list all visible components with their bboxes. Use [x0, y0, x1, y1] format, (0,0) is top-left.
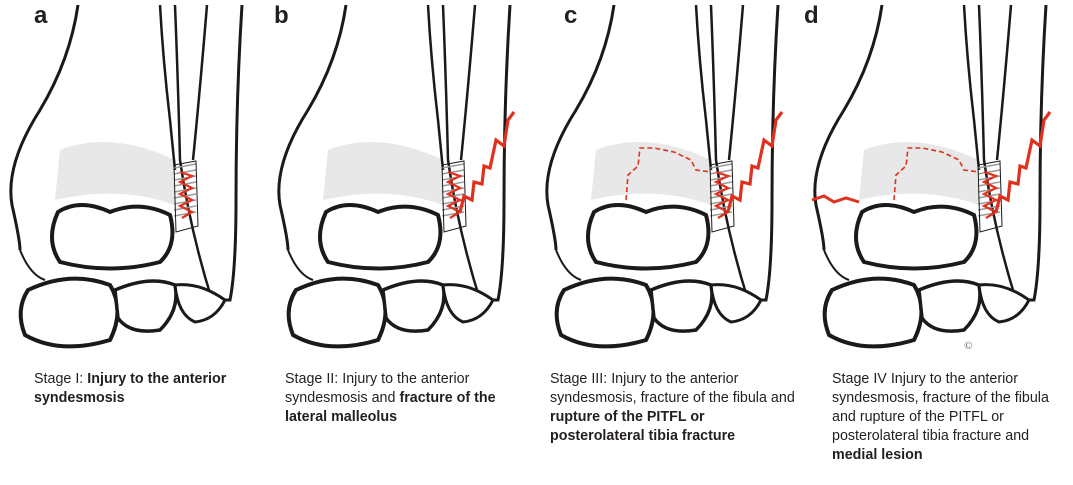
medial-malleolus-tip — [824, 250, 849, 280]
tibia-lateral-contour — [428, 5, 443, 170]
medial-lesion — [812, 196, 859, 202]
fibula-lateral-contour — [1016, 5, 1046, 300]
calcaneus — [557, 279, 654, 347]
tibia-shading — [591, 142, 711, 205]
panel-letter: b — [274, 2, 289, 30]
talus — [52, 205, 172, 269]
fibula-inner-contour — [193, 5, 207, 160]
cuboid — [115, 281, 176, 331]
tibia-lateral-contour — [964, 5, 979, 170]
ankle-illustration-c — [536, 0, 804, 360]
fibula-fracture-line — [460, 112, 514, 212]
fibula-inner-contour — [997, 5, 1011, 160]
tibia-lateral-contour — [696, 5, 711, 170]
panel-letter: d — [804, 2, 819, 30]
caption-text: Stage I: — [34, 371, 87, 387]
fibula-inner-contour — [461, 5, 475, 160]
lateral-process — [443, 285, 493, 322]
stage-caption: Stage III: Injury to the anterior syndes… — [550, 370, 796, 446]
talus — [320, 205, 440, 269]
stage-caption: Stage II: Injury to the anterior syndesm… — [285, 370, 521, 427]
stage-caption: Stage I: Injury to the anterior syndesmo… — [34, 370, 260, 408]
tibia-shading — [859, 142, 979, 205]
fibula-inner-contour — [729, 5, 743, 160]
lateral-process — [979, 285, 1029, 322]
medial-malleolus-tip — [20, 250, 45, 280]
cuboid — [919, 281, 980, 331]
panel-c: c Stage III: Injury to the anterior synd… — [536, 0, 804, 485]
caption-emphasis: rupture of the PITFL or posterolateral t… — [550, 409, 735, 444]
talus — [856, 205, 976, 269]
ankle-illustration-d — [804, 0, 1072, 360]
calcaneus — [289, 279, 386, 347]
calcaneus — [825, 279, 922, 347]
caption-text: Stage III: Injury to the anterior syndes… — [550, 371, 795, 406]
talus — [588, 205, 708, 269]
fibula-lateral-contour — [212, 5, 242, 300]
ankle-illustration-b — [268, 0, 536, 360]
fibula-lateral-contour — [480, 5, 510, 300]
caption-emphasis: medial lesion — [832, 447, 923, 463]
panel-letter: a — [34, 2, 47, 30]
panel-a: a Stage I: Injury to the anterior syndes… — [0, 0, 268, 485]
ankle-illustration-a — [0, 0, 268, 360]
panel-letter: c — [564, 2, 577, 30]
tibia-shading — [55, 142, 175, 205]
cuboid — [651, 281, 712, 331]
medial-malleolus-tip — [288, 250, 313, 280]
tibia-lateral-contour — [160, 5, 175, 170]
medial-malleolus-tip — [556, 250, 581, 280]
stage-caption: Stage IV Injury to the anterior syndesmo… — [832, 370, 1068, 465]
tibia-shading — [323, 142, 443, 205]
panel-d: d Stage IV Injury to the anterior syndes… — [804, 0, 1072, 485]
panel-b: b Stage II: Injury to the anterior synde… — [268, 0, 536, 485]
fibula-lateral-contour — [748, 5, 778, 300]
artist-signature: © — [964, 340, 972, 352]
caption-text: Stage IV Injury to the anterior syndesmo… — [832, 371, 1049, 444]
fibula-fracture-line — [728, 112, 782, 212]
lateral-process — [711, 285, 761, 322]
lateral-process — [175, 285, 225, 322]
fibula-fracture-line — [996, 112, 1050, 212]
calcaneus — [21, 279, 118, 347]
cuboid — [383, 281, 444, 331]
